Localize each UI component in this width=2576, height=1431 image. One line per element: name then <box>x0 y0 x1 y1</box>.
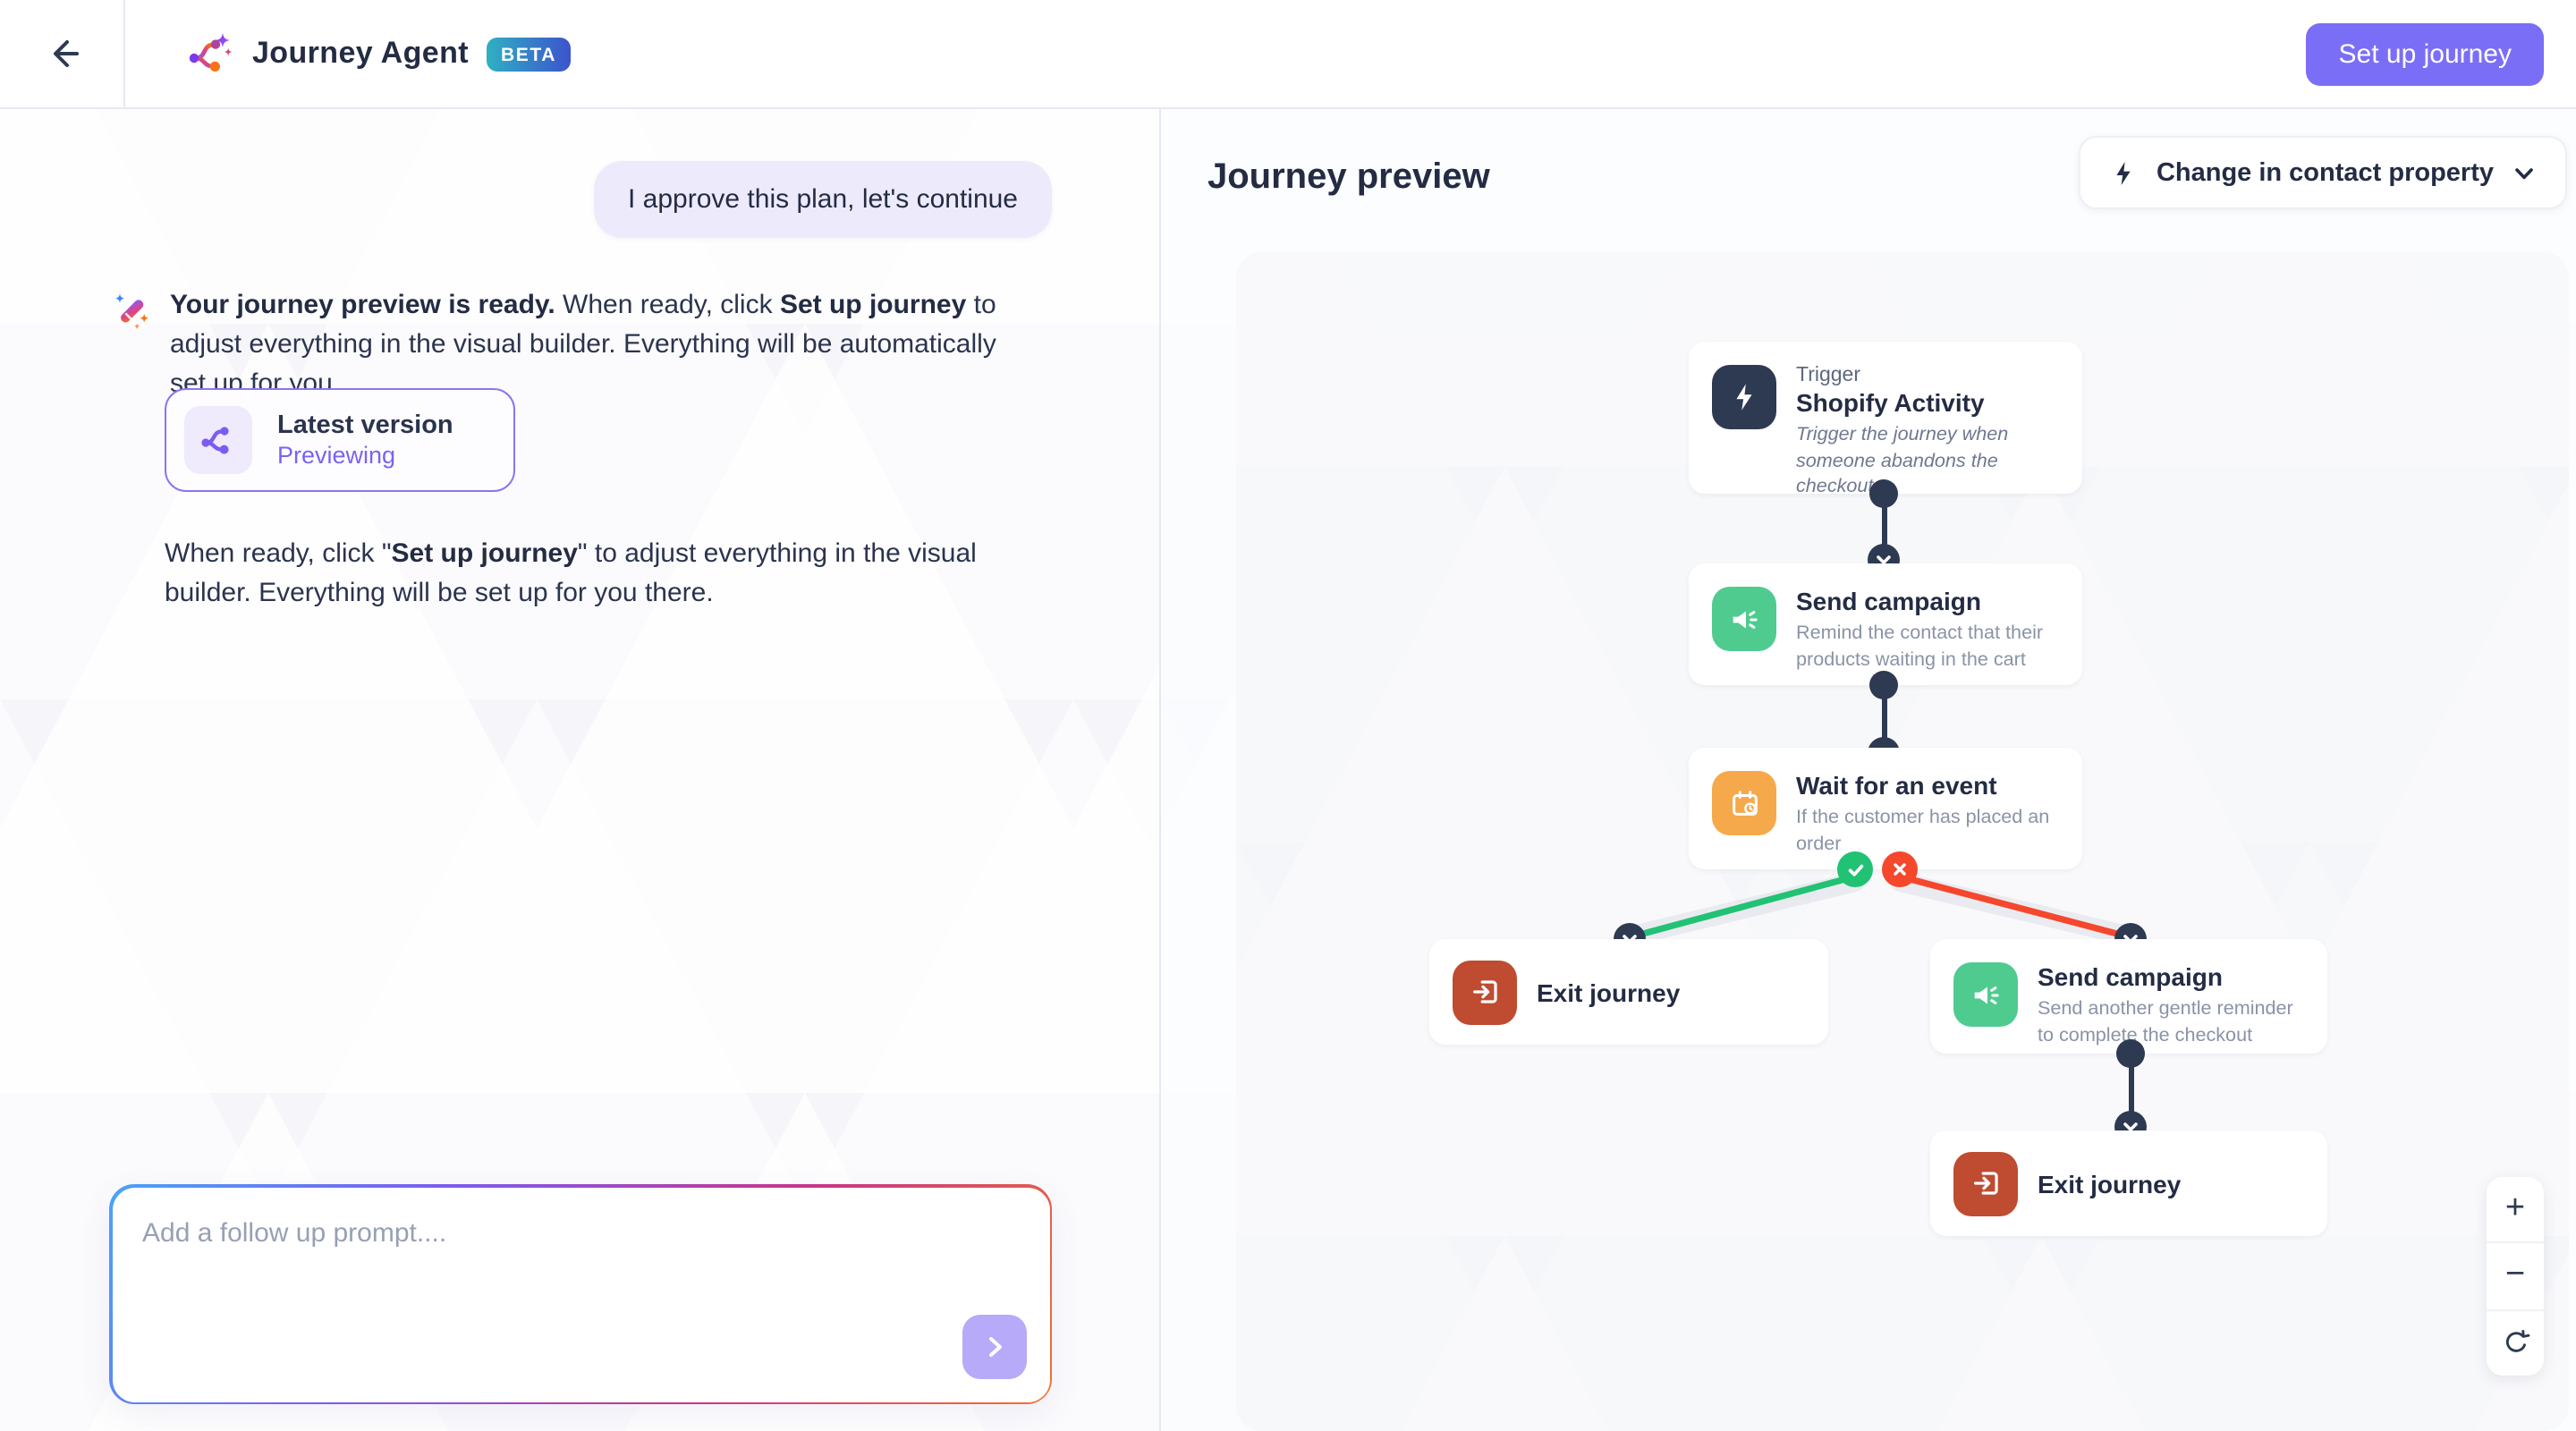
node-title: Exit journey <box>2038 1169 2182 1198</box>
assistant-bold-intro: Your journey preview is ready. <box>170 290 555 320</box>
journey-canvas: Trigger Shopify Activity Trigger the jou… <box>1236 252 2569 1431</box>
send-prompt-button[interactable] <box>962 1314 1026 1378</box>
set-up-journey-button[interactable]: Set up journey <box>2306 22 2544 85</box>
beta-badge: BETA <box>487 37 572 71</box>
assistant-bold-cta: Set up journey <box>779 290 967 320</box>
magic-wand-icon <box>114 293 149 330</box>
exit-icon <box>1453 960 1517 1024</box>
connector-stem <box>1881 685 1886 753</box>
journey-preview-panel: Journey preview Change in contact proper… <box>1159 109 2576 1431</box>
brand: Journey Agent BETA <box>125 0 572 107</box>
version-title: Latest version <box>277 411 453 440</box>
journey-agent-logo-icon <box>189 32 233 71</box>
version-card-text: Latest version Previewing <box>277 411 453 469</box>
zoom-in-button[interactable]: + <box>2487 1177 2544 1242</box>
back-button[interactable] <box>0 0 125 107</box>
node-title: Send campaign <box>2038 962 2223 991</box>
node-exit-journey-right[interactable]: Exit journey <box>1930 1130 2327 1236</box>
cross-icon <box>1894 863 1906 876</box>
connector-stem <box>2128 1054 2133 1127</box>
note-text-2: " to adjust everything in the visual bui… <box>165 538 977 608</box>
check-icon <box>1847 863 1863 876</box>
assistant-note: When ready, click "Set up journey" to ad… <box>165 535 1027 613</box>
node-send-campaign-1[interactable]: Send campaign Remind the contact that th… <box>1689 563 2082 685</box>
dropdown-label: Change in contact property <box>2156 158 2494 187</box>
latest-version-card[interactable]: Latest version Previewing <box>165 388 515 492</box>
header-spacer <box>571 0 2307 107</box>
node-text: Send campaign Send another gentle remind… <box>2038 962 2304 1046</box>
header: Journey Agent BETA Set up journey <box>0 0 2576 109</box>
node-exit-journey-left[interactable]: Exit journey <box>1429 939 1828 1045</box>
node-description: Send another gentle reminder to complete… <box>2038 998 2293 1046</box>
version-status: Previewing <box>277 442 396 469</box>
trigger-type-dropdown[interactable]: Change in contact property <box>2079 136 2567 209</box>
branch-yes-badge[interactable] <box>1837 851 1873 887</box>
node-description: If the customer has placed an order <box>1796 807 2050 855</box>
node-description: Remind the contact that their products w… <box>1796 622 2044 671</box>
version-icon-box <box>184 406 252 474</box>
node-description: Trigger the journey when someone abandon… <box>1796 424 2009 498</box>
journey-branch-icon <box>201 427 229 454</box>
note-text-1: When ready, click " <box>165 538 392 569</box>
note-bold-cta: Set up journey <box>391 538 578 569</box>
node-title: Exit journey <box>1537 978 1681 1006</box>
chevron-down-icon <box>2515 167 2533 179</box>
node-title: Send campaign <box>1796 587 1981 615</box>
calendar-clock-icon <box>1712 771 1776 835</box>
lightning-icon <box>2117 161 2131 184</box>
assistant-message-text: Your journey preview is ready. When read… <box>170 286 1014 403</box>
user-message-bubble: I approve this plan, let's continue <box>594 161 1052 238</box>
node-text: Wait for an event If the customer has pl… <box>1796 771 2059 854</box>
node-send-campaign-2[interactable]: Send campaign Send another gentle remind… <box>1930 939 2327 1054</box>
chevron-down-icon <box>1877 555 1891 564</box>
node-kind-label: Trigger <box>1796 365 1860 386</box>
zoom-out-button[interactable]: − <box>2487 1241 2544 1309</box>
exit-icon <box>1953 1151 2018 1215</box>
chat-panel: I approve this plan, let's continue Your… <box>0 109 1159 1431</box>
back-arrow-icon <box>53 40 78 67</box>
chevron-down-icon <box>2123 1122 2138 1131</box>
node-title: Shopify Activity <box>1796 388 1985 417</box>
node-text: Trigger Shopify Activity Trigger the jou… <box>1796 365 2059 497</box>
assistant-text-1: When ready, click <box>555 290 780 320</box>
send-chevron-icon <box>988 1336 1001 1356</box>
node-title: Wait for an event <box>1796 771 1997 800</box>
trigger-lightning-icon <box>1712 365 1776 429</box>
reset-view-button[interactable] <box>2487 1308 2544 1376</box>
megaphone-icon <box>1953 962 2018 1027</box>
branch-no-badge[interactable] <box>1882 851 1918 887</box>
prompt-box <box>109 1184 1052 1404</box>
follow-up-prompt-input[interactable] <box>112 1187 1049 1401</box>
refresh-icon <box>2504 1330 2529 1353</box>
prompt-inner <box>112 1187 1049 1401</box>
app-title: Journey Agent <box>252 36 469 70</box>
node-wait-for-event[interactable]: Wait for an event If the customer has pl… <box>1689 748 2082 869</box>
node-text: Send campaign Remind the contact that th… <box>1796 587 2059 670</box>
assistant-message: Your journey preview is ready. When read… <box>111 286 1014 403</box>
node-trigger-shopify-activity[interactable]: Trigger Shopify Activity Trigger the jou… <box>1689 342 2082 497</box>
megaphone-icon <box>1712 587 1776 651</box>
canvas-zoom-controls: + − <box>2487 1177 2544 1376</box>
connector-stem <box>1881 494 1886 560</box>
preview-title: Journey preview <box>1208 157 1490 197</box>
